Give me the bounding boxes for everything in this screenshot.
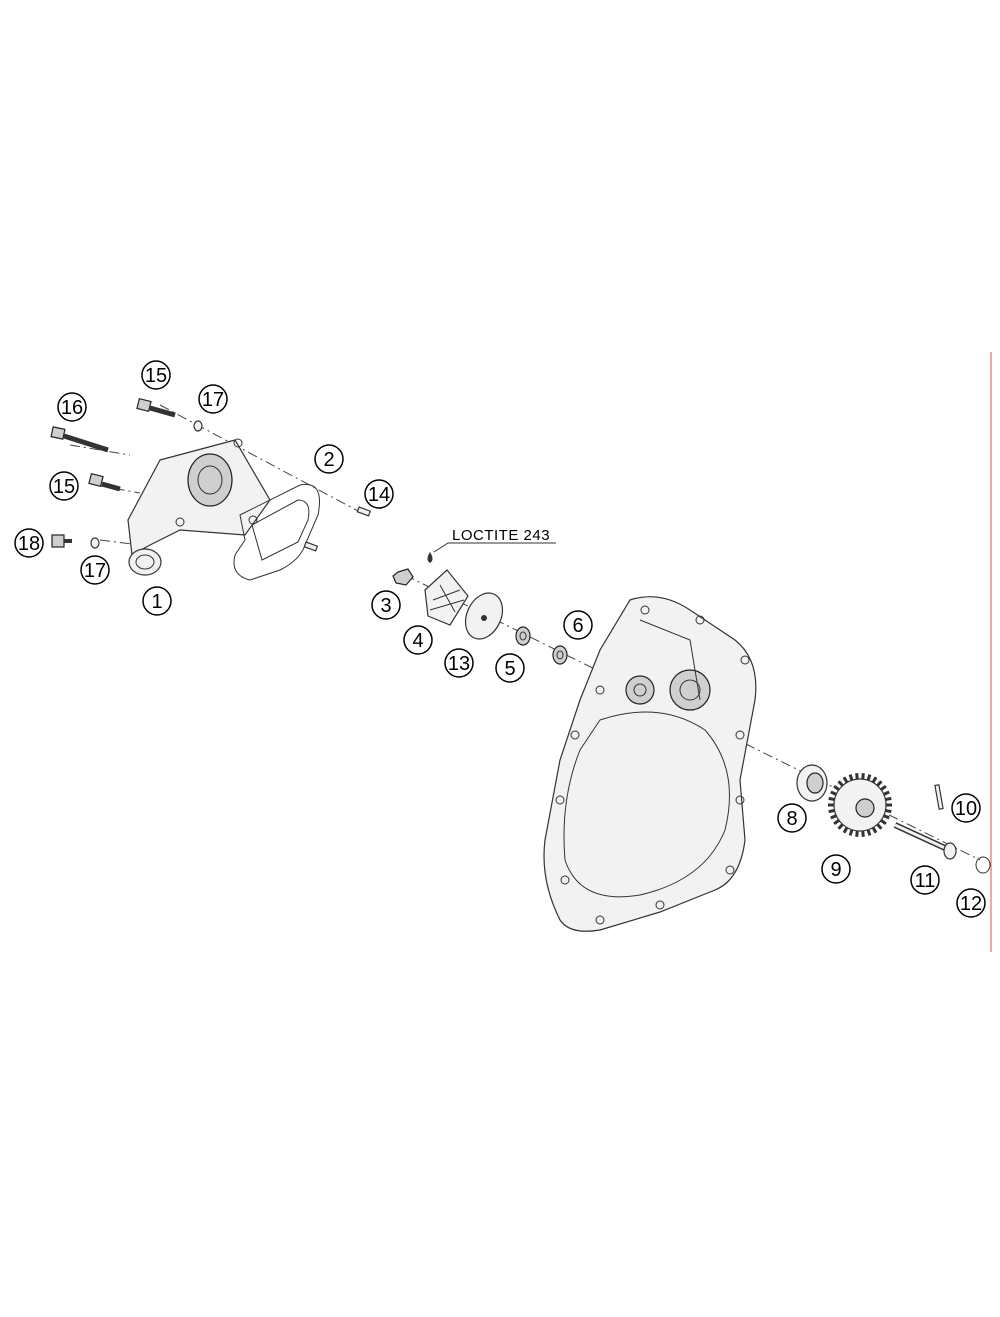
- gear-tooth: [837, 780, 844, 787]
- svg-text:4: 4: [412, 630, 423, 652]
- gear-tooth: [855, 830, 859, 837]
- callout-1: 1: [142, 586, 172, 616]
- svg-text:17: 17: [202, 389, 224, 411]
- gear-tooth: [861, 830, 865, 837]
- svg-text:16: 16: [61, 397, 83, 419]
- gear-tooth: [828, 796, 835, 802]
- gear-tooth: [871, 826, 878, 834]
- gear-tooth: [848, 829, 854, 836]
- impeller-4: [424, 569, 469, 626]
- gear-tooth: [855, 773, 859, 780]
- callout-2: 2: [314, 444, 344, 474]
- callout-15: 15: [49, 471, 79, 501]
- bolt-16: [50, 426, 109, 453]
- pin-10: [934, 784, 944, 810]
- drive-group: [796, 764, 991, 874]
- callout-15: 15: [141, 360, 171, 390]
- svg-text:3: 3: [380, 595, 391, 617]
- nut-3: [392, 568, 414, 586]
- svg-text:15: 15: [145, 365, 167, 387]
- svg-text:8: 8: [786, 808, 797, 830]
- dowel-14-a: [356, 506, 372, 517]
- washer-17-upper: [193, 420, 203, 432]
- callout-5: 5: [495, 653, 525, 683]
- water-pump-cover: [127, 438, 271, 576]
- gear-tooth: [880, 819, 887, 826]
- callout-12: 12: [956, 888, 986, 918]
- bolt-15-lower: [88, 472, 121, 492]
- svg-text:17: 17: [84, 560, 106, 582]
- callout-10: 10: [951, 793, 981, 823]
- svg-text:13: 13: [448, 653, 470, 675]
- svg-text:5: 5: [504, 658, 515, 680]
- gear-tooth: [830, 814, 837, 820]
- gear-tooth: [885, 808, 892, 814]
- seal-5: [515, 626, 531, 646]
- svg-text:15: 15: [53, 476, 75, 498]
- gear-tooth: [848, 774, 854, 781]
- gear-tooth: [876, 823, 883, 830]
- gear-tooth: [842, 826, 849, 834]
- svg-text:6: 6: [572, 615, 583, 637]
- gear-tooth: [866, 774, 872, 781]
- callout-17: 17: [80, 555, 110, 585]
- bearing-8: [796, 764, 828, 802]
- callout-4: 4: [403, 625, 433, 655]
- callout-9: 9: [821, 854, 851, 884]
- circlip-12: [975, 856, 991, 874]
- callout-6: 6: [563, 610, 593, 640]
- gear-tooth: [883, 814, 890, 820]
- impeller-group: [392, 542, 568, 665]
- bolt-15-upper: [136, 397, 176, 418]
- gasket: [233, 483, 320, 581]
- gear-tooth: [871, 776, 878, 784]
- fasteners: [50, 397, 372, 552]
- svg-text:10: 10: [955, 798, 977, 820]
- svg-text:1: 1: [151, 591, 162, 613]
- gear-tooth: [880, 784, 887, 791]
- gear-tooth: [830, 790, 837, 796]
- gear-9: [828, 773, 892, 837]
- screw-18: [51, 534, 72, 548]
- callout-13: 13: [444, 648, 474, 678]
- gear-tooth: [866, 829, 872, 836]
- svg-text:18: 18: [18, 533, 40, 555]
- gear-tooth: [833, 819, 840, 826]
- callout-16: 16: [57, 392, 87, 422]
- seal-6: [552, 645, 568, 665]
- callout-18: 18: [14, 528, 44, 558]
- svg-text:9: 9: [830, 859, 841, 881]
- callout-8: 8: [777, 803, 807, 833]
- svg-text:2: 2: [323, 449, 334, 471]
- callout-14: 14: [364, 479, 394, 509]
- gear-tooth: [837, 823, 844, 830]
- callout-17: 17: [198, 384, 228, 414]
- svg-text:14: 14: [368, 484, 390, 506]
- gear-tooth: [861, 773, 865, 780]
- gear-tooth: [828, 808, 835, 814]
- callout-3: 3: [371, 590, 401, 620]
- svg-text:12: 12: [960, 893, 982, 915]
- gear-tooth: [876, 780, 883, 787]
- engine-cover: [543, 596, 757, 932]
- loctite-drop: [427, 552, 433, 563]
- gear-tooth: [883, 790, 890, 796]
- callout-11: 11: [910, 865, 940, 895]
- dowel-14-b: [303, 541, 319, 552]
- gear-tooth: [842, 776, 849, 784]
- svg-text:11: 11: [915, 870, 936, 892]
- disc-13: [464, 592, 504, 640]
- shaft-11: [893, 822, 957, 860]
- gear-tooth: [833, 784, 840, 791]
- washer-17-lower: [90, 537, 100, 549]
- loctite-note: LOCTITE 243: [452, 527, 550, 544]
- gear-tooth: [885, 796, 892, 802]
